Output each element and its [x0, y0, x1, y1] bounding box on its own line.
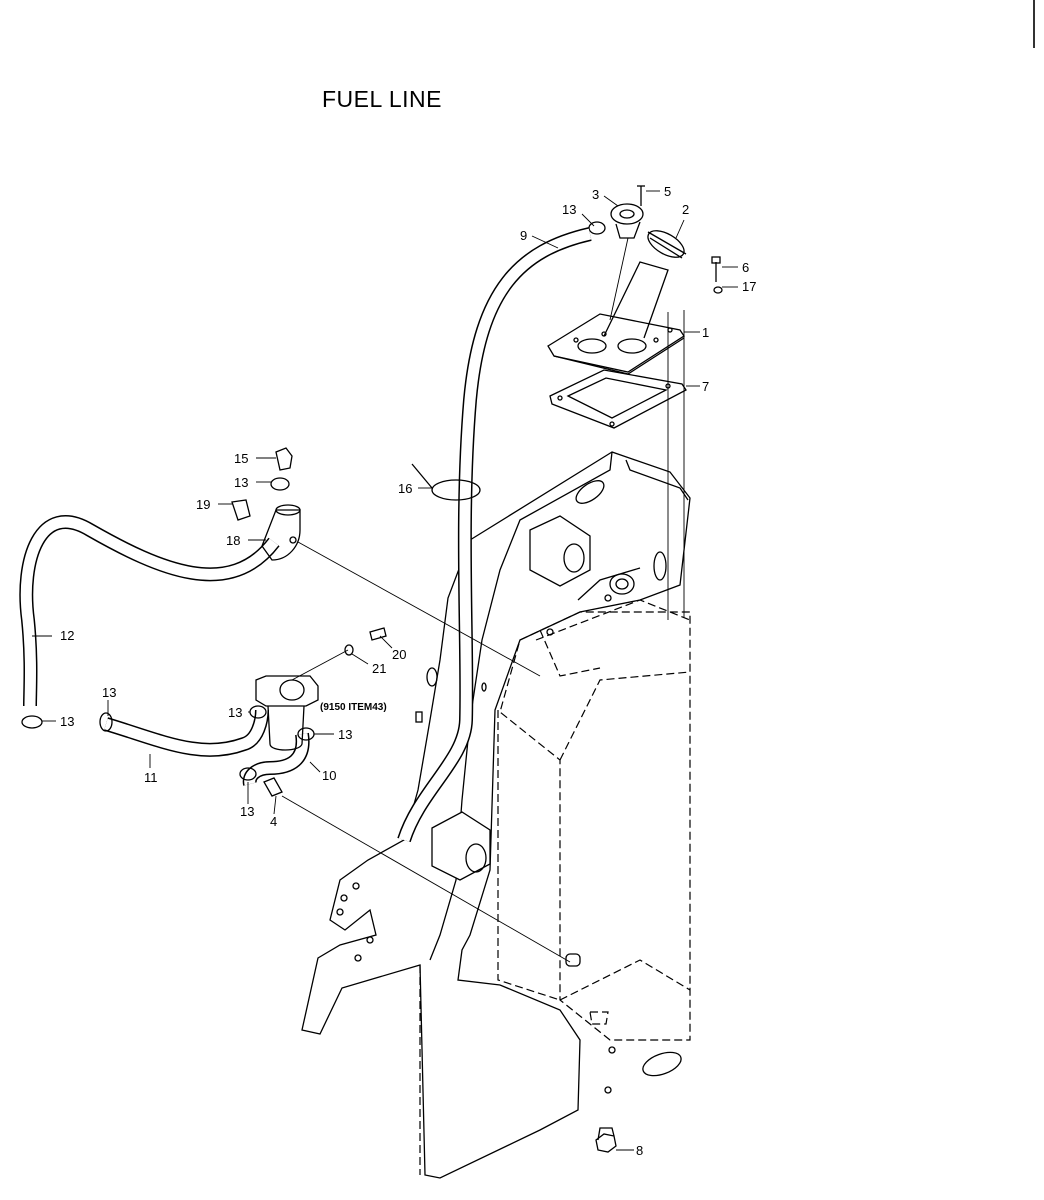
callout-2: 2 — [682, 202, 689, 217]
hose-10 — [242, 732, 310, 786]
callout-11: 11 — [144, 770, 158, 785]
leader-lines — [32, 190, 738, 1151]
callout-21: 21 — [372, 661, 386, 676]
diagram-title: FUEL LINE — [322, 86, 442, 112]
callout-4: 4 — [270, 814, 277, 829]
callout-9: 9 — [520, 228, 527, 243]
callout-13-g: 13 — [240, 804, 254, 819]
callout-16: 16 — [398, 481, 412, 496]
callout-12: 12 — [60, 628, 74, 643]
callout-labels: 1 2 3 4 5 6 7 8 9 10 11 12 13 13 13 13 1… — [60, 184, 756, 1158]
hose-11 — [104, 709, 269, 757]
callout-13-d: 13 — [102, 685, 116, 700]
fuel-tank-frame — [301, 451, 691, 1179]
callout-18: 18 — [226, 533, 240, 548]
callout-1: 1 — [702, 325, 709, 340]
callout-13-c: 13 — [60, 714, 74, 729]
callout-8: 8 — [636, 1143, 643, 1158]
callout-19: 19 — [196, 497, 210, 512]
callout-15: 15 — [234, 451, 248, 466]
filler-assembly — [547, 185, 723, 620]
callout-20: 20 — [392, 647, 406, 662]
callout-13-e: 13 — [228, 705, 242, 720]
callout-5: 5 — [664, 184, 671, 199]
reference-note: (9150 ITEM43) — [320, 702, 387, 713]
callout-13-b: 13 — [234, 475, 248, 490]
callout-3: 3 — [592, 187, 599, 202]
callout-7: 7 — [702, 379, 709, 394]
callout-13-a: 13 — [562, 202, 576, 217]
hose-9 — [397, 227, 592, 843]
callout-17: 17 — [742, 279, 756, 294]
callout-10: 10 — [322, 768, 336, 783]
callout-6: 6 — [742, 260, 749, 275]
fuel-filter — [239, 675, 319, 781]
hose-12 — [19, 515, 280, 707]
callout-13-f: 13 — [338, 727, 352, 742]
